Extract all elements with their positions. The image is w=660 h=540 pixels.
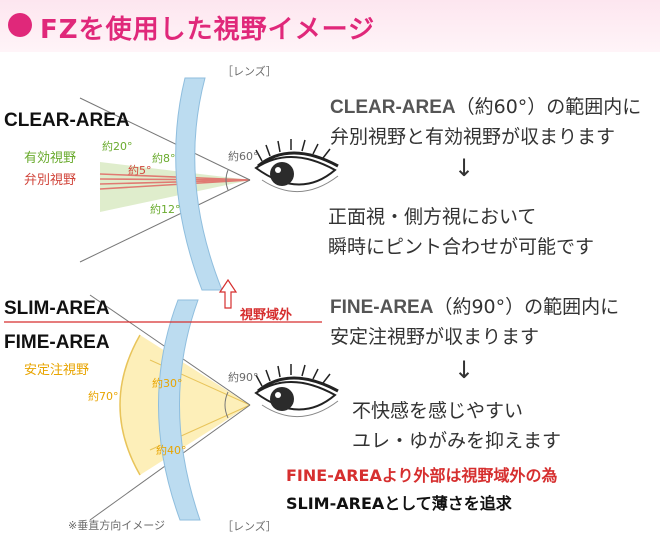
clear-area-desc-line1: CLEAR-AREA（約60°）の範囲内に xyxy=(330,92,641,119)
eye-bottom-icon xyxy=(254,364,339,417)
angle-60-label: 約60° xyxy=(228,150,259,163)
clear-area-label: CLEAR-AREA xyxy=(4,110,130,131)
angle-70-label: 約70° xyxy=(88,390,119,403)
header-banner: FZを使用した視野イメージ xyxy=(0,0,660,52)
angle-arc-60 xyxy=(225,169,229,191)
clear-area-desc-rest: （約60°）の範囲内に xyxy=(455,96,642,118)
fine-area-desc-line3: 不快感を感じやすい xyxy=(352,400,524,422)
eye-top-icon xyxy=(254,139,339,192)
slim-area-label: SLIM-AREA xyxy=(4,298,110,319)
stable-gaze-fan-outline xyxy=(119,334,141,476)
outside-field-label: 視野域外 xyxy=(240,308,293,323)
vertical-image-note: ※垂直方向イメージ xyxy=(68,519,165,532)
bullet-dot-icon xyxy=(8,13,32,37)
fine-area-desc-rest: （約90°）の範囲内に xyxy=(433,296,620,318)
discrimination-field-label: 弁別視野 xyxy=(24,173,77,188)
effective-field-cone xyxy=(100,162,250,212)
fine-area-desc-line1: FINE-AREA（約90°）の範囲内に xyxy=(330,292,619,319)
clear-area-desc-line3: 正面視・側方視において xyxy=(328,206,537,228)
angle-20-label: 約20° xyxy=(102,140,133,153)
fine-area-desc-line2: 安定注視野が収まります xyxy=(330,326,540,348)
slim-area-thinness-note: SLIM-AREAとして薄さを追求 xyxy=(286,494,512,513)
up-arrow-icon xyxy=(218,278,238,309)
discrimination-field-lines xyxy=(99,173,251,190)
down-arrow-icon-top: ↓ xyxy=(454,154,475,182)
angle-40-label: 約40° xyxy=(156,444,187,457)
lens-label-top: ［レンズ］ xyxy=(222,65,277,78)
stable-gaze-fan xyxy=(120,335,250,475)
stable-gaze-field-label: 安定注視野 xyxy=(24,363,90,378)
angle-90-label: 約90° xyxy=(228,371,259,384)
clear-area-desc-line2: 弁別視野と有効視野が収まります xyxy=(330,126,616,148)
angle-12-label: 約12° xyxy=(150,203,181,216)
effective-field-label: 有効視野 xyxy=(24,151,77,166)
clear-area-60-lines xyxy=(79,97,251,263)
clear-area-desc-line4: 瞬時にピント合わせが可能です xyxy=(328,236,595,258)
lens-bottom-shape xyxy=(158,299,201,521)
angle-30-label: 約30° xyxy=(152,377,183,390)
outside-fine-area-note: FINE-AREAより外部は視野域外の為 xyxy=(286,466,558,485)
angle-arc-90 xyxy=(224,391,229,419)
clear-area-desc-lead: CLEAR-AREA xyxy=(330,97,456,118)
fine-area-desc-lead: FINE-AREA xyxy=(330,297,434,318)
page-title: FZを使用した視野イメージ xyxy=(40,15,376,45)
fime-area-label: FIME-AREA xyxy=(4,332,110,353)
fine-area-desc-line4: ユレ・ゆがみを抑えます xyxy=(352,430,562,452)
lens-label-bottom: ［レンズ］ xyxy=(222,520,277,533)
angle-8-label: 約8° xyxy=(152,152,176,165)
angle-5-label: 約5° xyxy=(128,164,152,177)
down-arrow-icon-bottom: ↓ xyxy=(454,356,475,384)
